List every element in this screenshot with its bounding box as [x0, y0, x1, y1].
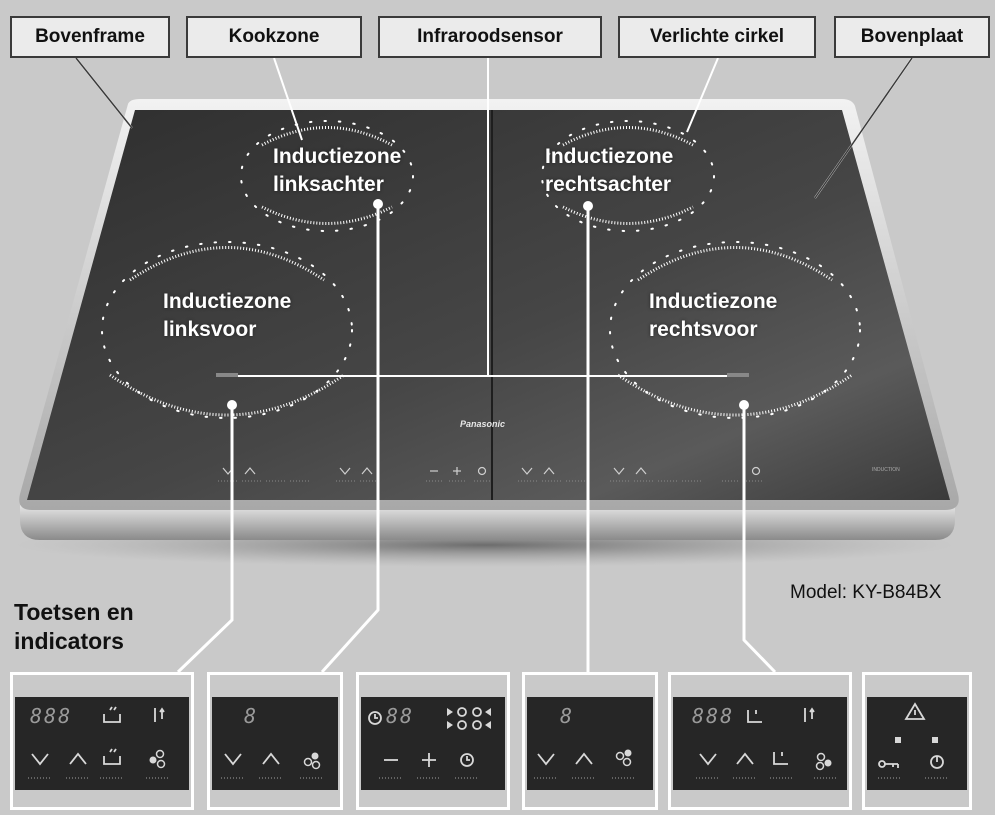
control-panel-rear-left [212, 697, 338, 790]
brand-logo: Panasonic [460, 419, 506, 429]
label-top-frame: Bovenframe [10, 16, 170, 58]
panel-frame-power [862, 672, 972, 810]
lit-arc-rear-left-top [261, 126, 393, 147]
panel-frame-rear-left [207, 672, 343, 810]
zone-circle-rear-right [541, 120, 715, 232]
lit-arc-rear-right-bottom [562, 205, 694, 225]
lit-arc-front-right-top [637, 246, 833, 282]
panel-frame-rear-right [522, 672, 658, 810]
display-right: 888 [692, 704, 735, 728]
label-cooking-zone: Kookzone [186, 16, 362, 58]
panel-frame-left [10, 672, 194, 810]
lit-arc-front-left-top [129, 246, 325, 282]
induction-mark: INDUCTION [872, 467, 900, 473]
label-top-plate: Bovenplaat [834, 16, 990, 58]
infrared-sensor-left [216, 373, 238, 377]
lit-arc-front-left-bottom [109, 373, 345, 417]
label-lit-circle: Verlichte cirkel [618, 16, 816, 58]
zone-circle-front-left [101, 241, 353, 419]
cooktop-front-edge [20, 505, 955, 540]
control-panel-rear-right [527, 697, 653, 790]
model-label: Model: KY-B84BX [790, 582, 942, 603]
zone-circle-front-right [609, 241, 861, 419]
panel-frame-right [668, 672, 852, 810]
lit-arc-front-right-bottom [617, 373, 853, 417]
display-rear-left: 8 [244, 704, 259, 728]
display-left: 888 [30, 704, 73, 728]
lit-arc-rear-right-top [562, 126, 694, 147]
panel-frame-timer [356, 672, 510, 810]
label-infrared-sensor: Infraroodsensor [378, 16, 602, 58]
display-timer: 88 [386, 704, 415, 728]
display-rear-right: 8 [560, 704, 575, 728]
lit-arc-rear-left-bottom [261, 205, 393, 225]
control-panel-timer [361, 697, 505, 790]
infrared-sensor-right [727, 373, 749, 377]
zone-circle-rear-left [240, 120, 414, 232]
control-panel-power [867, 697, 967, 790]
